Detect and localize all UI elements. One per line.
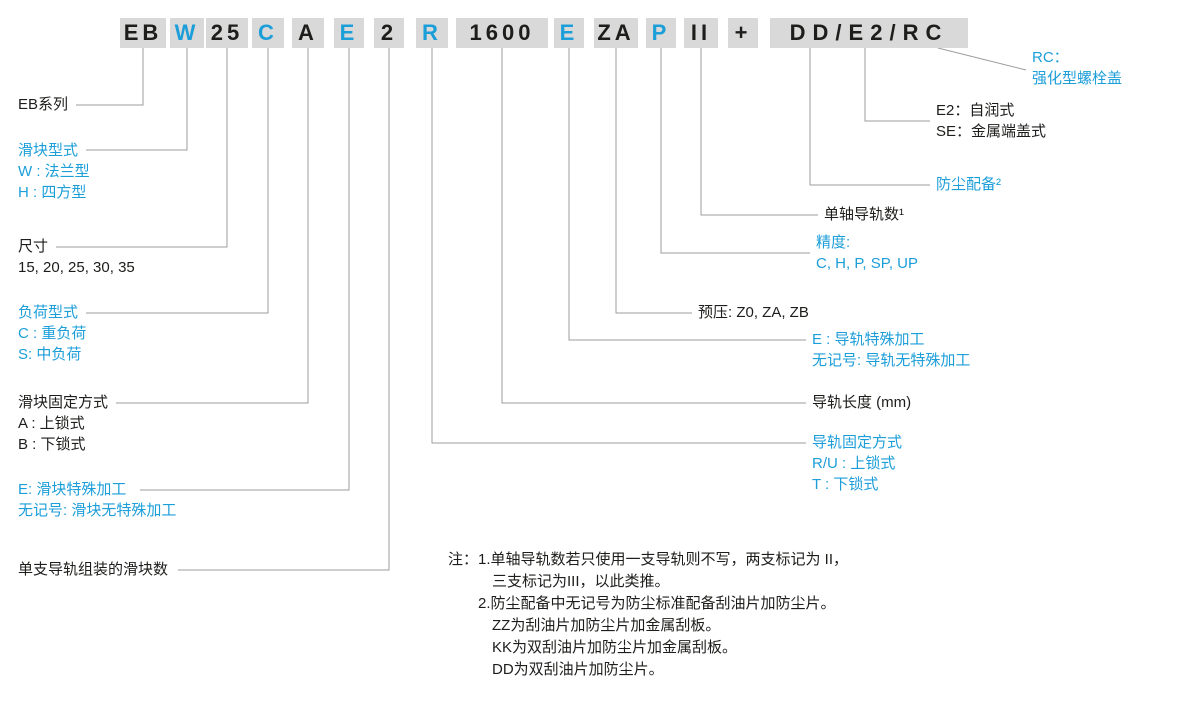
code-segment-rails-count: II <box>684 18 718 48</box>
label-rails-count: 单轴导轨数¹ <box>824 204 904 225</box>
label-blocks-per-rail-title: 单支导轨组装的滑块数 <box>18 561 169 578</box>
label-size: 尺寸 15, 20, 25, 30, 35 <box>18 236 135 278</box>
code-segment-rail-length: 1600 <box>456 18 548 48</box>
code-segment-rail-mounting: R <box>416 18 448 48</box>
leader-line-rails-count <box>700 48 818 216</box>
label-rail-mounting: 导轨固定方式 R/U : 上锁式 T : 下锁式 <box>812 432 902 495</box>
label-rc-title: RC： <box>1032 49 1069 66</box>
leader-line-slider-type <box>86 48 188 151</box>
leader-line-e2 <box>864 48 930 122</box>
label-e2-se: E2：自润式 SE：金属端盖式 <box>936 100 1046 142</box>
leader-line-load-type <box>86 48 269 314</box>
leader-line-rc <box>937 47 1027 71</box>
label-block-special: E: 滑块特殊加工 无记号: 滑块无特殊加工 <box>18 479 176 521</box>
label-precision-title: 精度: <box>816 234 851 251</box>
label-rail-special: E : 导轨特殊加工 无记号: 导轨无特殊加工 <box>812 329 970 371</box>
note-line: 注：1.单轴导轨数若只使用一支导轨则不写，两支标记为 II， <box>448 551 849 568</box>
label-block-mounting-option-b: B : 下锁式 <box>18 436 86 453</box>
code-segment-series: EB <box>120 18 166 48</box>
label-rails-count-title: 单轴导轨数¹ <box>824 206 904 223</box>
label-eb-series: EB系列 <box>18 94 68 115</box>
label-rail-special-none: 无记号: 导轨无特殊加工 <box>812 352 971 369</box>
label-block-special-none: 无记号: 滑块无特殊加工 <box>18 502 177 519</box>
code-segment-block-special: E <box>334 18 364 48</box>
note-line: 2.防尘配备中无记号为防尘标准配备刮油片加防尘片。 <box>478 595 836 612</box>
label-precision-values: C, H, P, SP, UP <box>816 255 918 272</box>
label-load-type-option-s: S: 中负荷 <box>18 346 82 363</box>
leader-line-size <box>56 48 228 248</box>
leader-line-series <box>76 48 144 106</box>
label-dust-title: 防尘配备² <box>936 176 1001 193</box>
note-line: 三支标记为III，以此类推。 <box>492 573 670 590</box>
label-block-mounting-title: 滑块固定方式 <box>18 394 109 411</box>
label-size-values: 15, 20, 25, 30, 35 <box>18 259 135 276</box>
code-segment-load-type: C <box>252 18 284 48</box>
label-rail-mounting-option-ru: R/U : 上锁式 <box>812 455 896 472</box>
leader-line-block-special <box>140 48 350 491</box>
label-load-type: 负荷型式 C : 重负荷 S: 中负荷 <box>18 302 86 365</box>
label-preload: 预压: Z0, ZA, ZB <box>698 302 809 323</box>
label-slider-type-title: 滑块型式 <box>18 142 79 159</box>
leader-line-rail-length <box>501 48 806 404</box>
label-se-option: SE：金属端盖式 <box>936 123 1047 140</box>
label-slider-type: 滑块型式 W : 法兰型 H : 四方型 <box>18 140 90 203</box>
leader-line-preload <box>615 48 692 314</box>
label-dust: 防尘配备² <box>936 174 1001 195</box>
leader-line-block-count <box>178 48 390 571</box>
leader-line-dust <box>809 48 930 186</box>
code-segment-precision: P <box>646 18 676 48</box>
code-segment-block-mounting: A <box>292 18 324 48</box>
label-size-title: 尺寸 <box>18 238 49 255</box>
code-segment-block-type: W <box>170 18 204 48</box>
label-rail-length: 导轨长度 (mm) <box>812 392 911 413</box>
label-rail-length-title: 导轨长度 (mm) <box>812 394 912 411</box>
label-rail-mounting-title: 导轨固定方式 <box>812 434 903 451</box>
note-line: KK为双刮油片加防尘片加金属刮板。 <box>492 639 738 656</box>
leader-line-rail-mounting <box>431 48 806 444</box>
label-blocks-per-rail: 单支导轨组装的滑块数 <box>18 559 168 580</box>
leader-line-precision <box>660 48 810 254</box>
label-rc-subtitle: 强化型螺栓盖 <box>1032 70 1123 87</box>
leader-line-rail-special <box>568 48 806 341</box>
code-segment-size: 25 <box>206 18 248 48</box>
label-block-mounting: 滑块固定方式 A : 上锁式 B : 下锁式 <box>18 392 108 455</box>
note-line: DD为双刮油片加防尘片。 <box>492 661 664 678</box>
label-load-type-option-c: C : 重负荷 <box>18 325 87 342</box>
label-rail-mounting-option-t: T : 下锁式 <box>812 476 879 493</box>
code-segment-plus-sign: + <box>728 18 758 48</box>
label-block-mounting-option-a: A : 上锁式 <box>18 415 85 432</box>
label-eb-series-title: EB系列 <box>18 96 69 113</box>
label-block-special-title: E: 滑块特殊加工 <box>18 481 127 498</box>
code-segment-block-count: 2 <box>374 18 404 48</box>
label-slider-type-option-h: H : 四方型 <box>18 184 87 201</box>
code-segment-dust-options: DD/E2/RC <box>770 18 968 48</box>
code-segment-rail-special: E <box>554 18 584 48</box>
code-segment-preload: ZA <box>594 18 638 48</box>
label-preload-title: 预压: Z0, ZA, ZB <box>698 304 809 321</box>
leader-line-block-mounting <box>116 48 309 404</box>
label-rail-special-title: E : 导轨特殊加工 <box>812 331 925 348</box>
label-load-type-title: 负荷型式 <box>18 304 79 321</box>
note-line: ZZ为刮油片加防尘片加金属刮板。 <box>492 617 721 634</box>
notes: 注：1.单轴导轨数若只使用一支导轨则不写，两支标记为 II， 三支标记为III，… <box>448 549 848 681</box>
label-slider-type-option-w: W : 法兰型 <box>18 163 90 180</box>
label-rc: RC： 强化型螺栓盖 <box>1032 47 1122 89</box>
label-precision: 精度: C, H, P, SP, UP <box>816 232 918 274</box>
label-e2-option: E2：自润式 <box>936 102 1015 119</box>
